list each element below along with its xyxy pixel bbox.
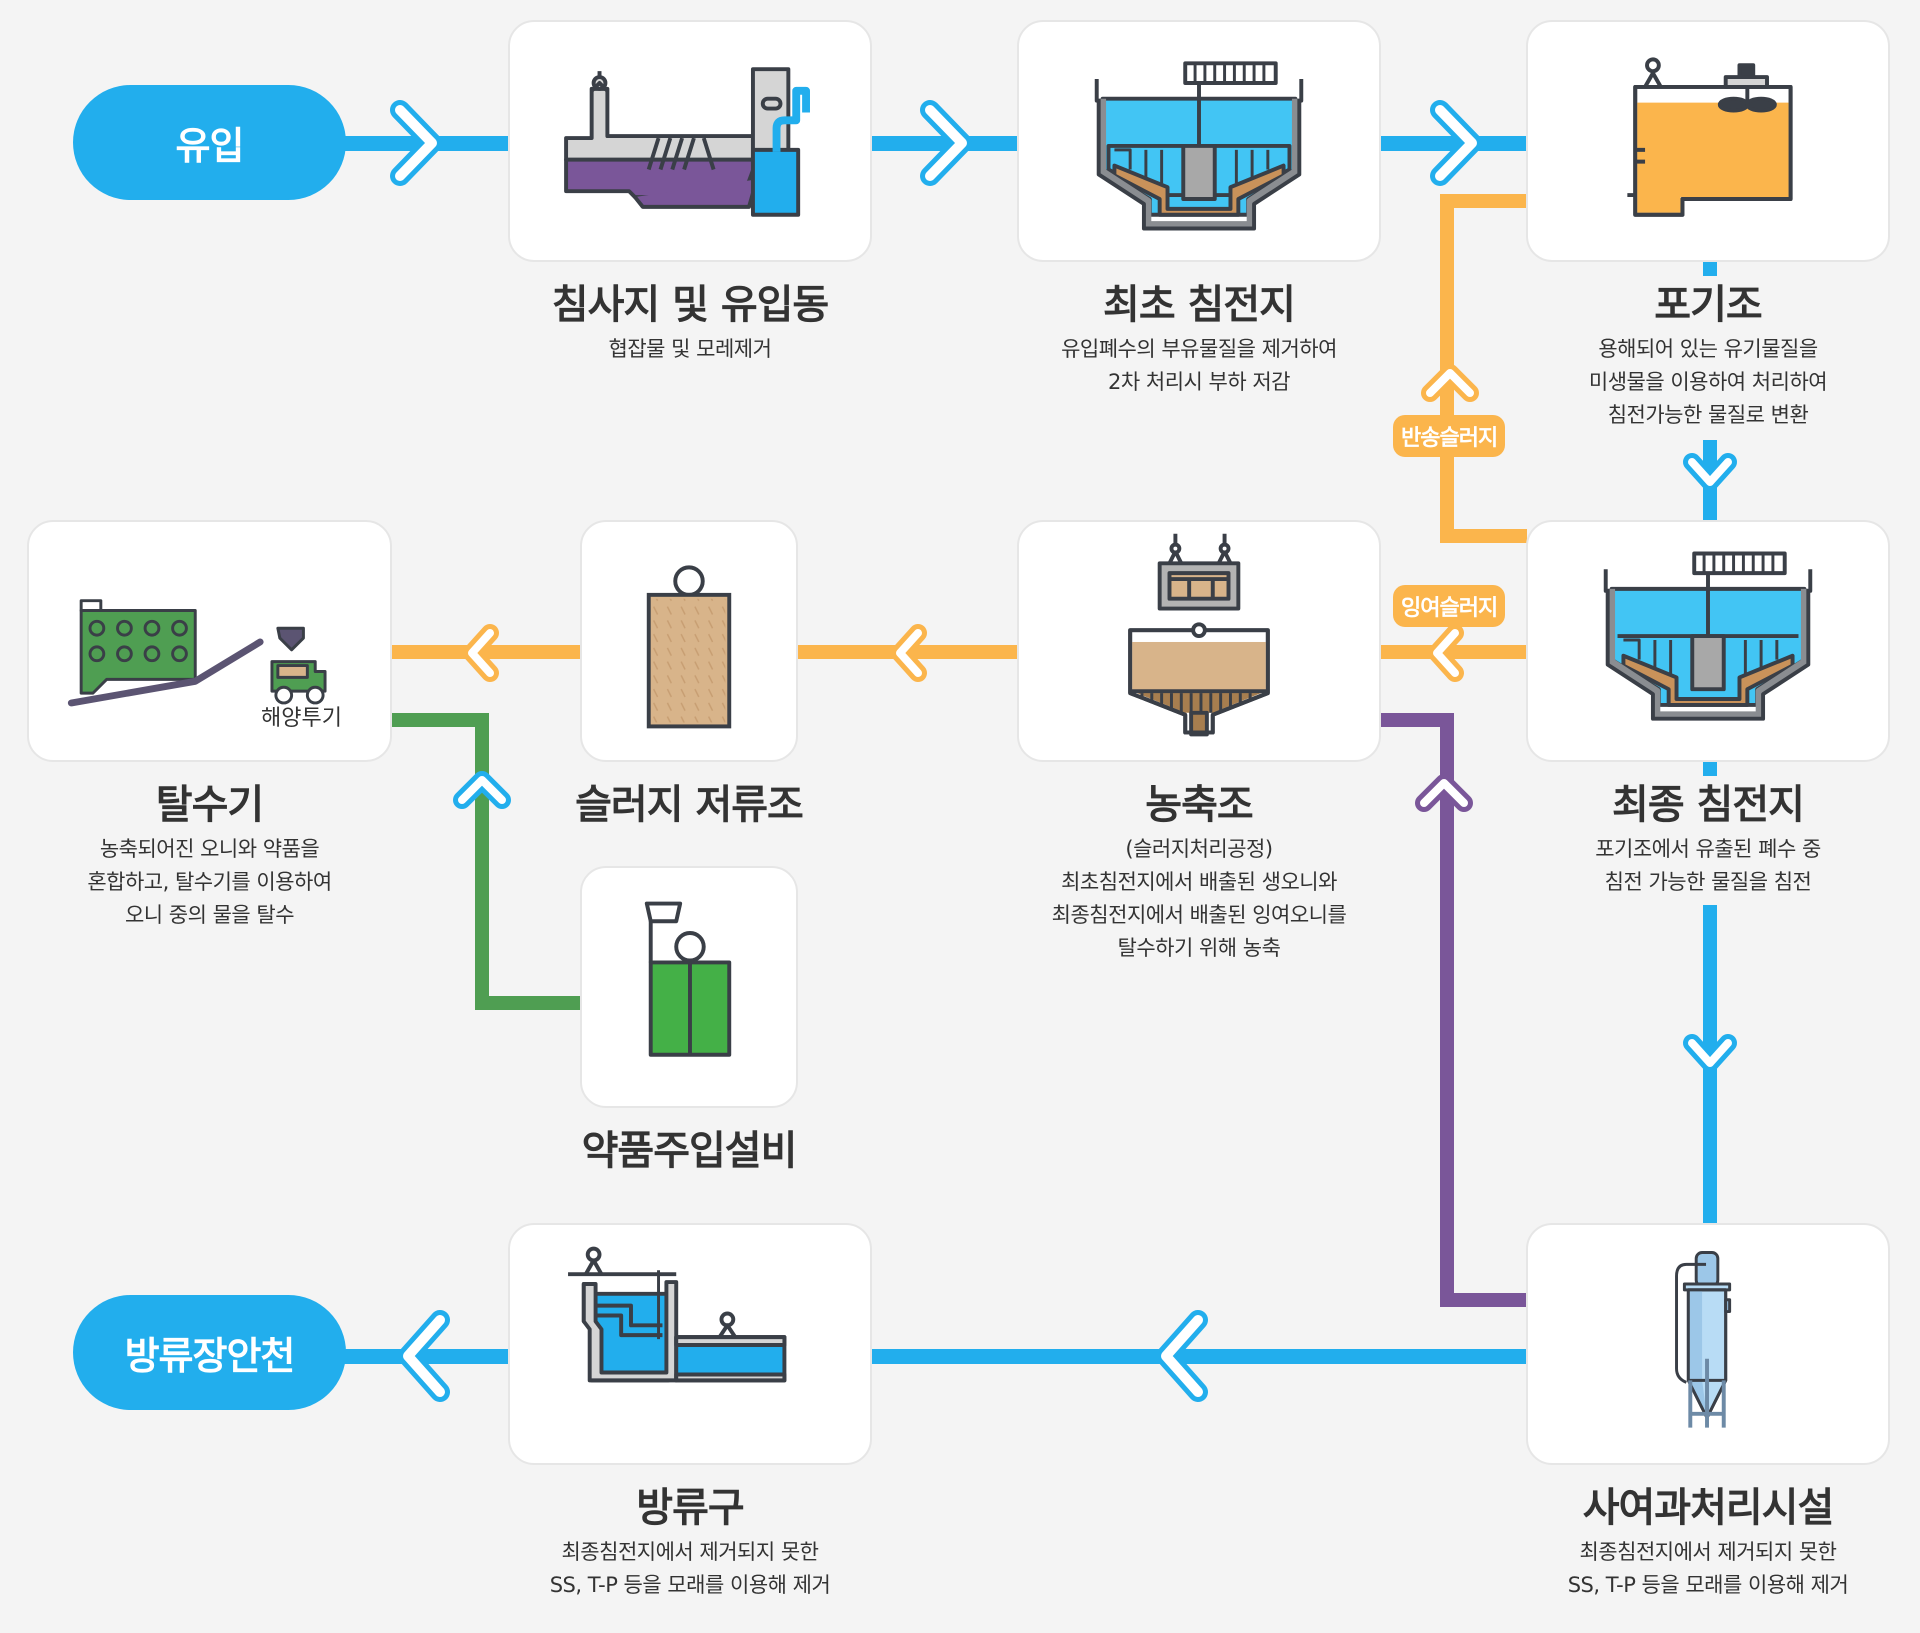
stage-title-aeration: 포기조 <box>1654 282 1762 328</box>
final-clarifier-icon <box>1603 551 1813 721</box>
flow-line-filter-to-outlet <box>872 1349 1528 1364</box>
inflow-terminal[interactable]: 유입 <box>73 85 346 200</box>
stage-desc-outlet: 최종침전지에서 제거되지 못한 SS, T-P 등을 모래를 이용해 제거 <box>549 1540 831 1597</box>
stage-desc-primary: 유입폐수의 부유물질을 제거하여 2차 처리시 부하 저감 <box>1061 337 1337 394</box>
stage-desc-aeration: 용해되어 있는 유기물질을 미생물을 이용하여 처리하여 침전가능한 물질로 변… <box>1588 337 1828 427</box>
flow-line-final-to-filter-top <box>1703 762 1717 776</box>
arrow-down-icon <box>1683 1034 1737 1072</box>
sludge-storage-icon <box>646 565 732 729</box>
stage-card-primary[interactable] <box>1017 20 1381 262</box>
flow-line-aeration-to-final-top <box>1703 262 1717 276</box>
stage-card-grit[interactable] <box>508 20 872 262</box>
outlet-icon <box>568 1246 787 1383</box>
stage-card-outlet[interactable] <box>508 1223 872 1465</box>
backwash-line <box>1381 713 1527 1307</box>
stage-desc-final: 포기조에서 유출된 폐수 중 침전 가능한 물질을 침전 <box>1595 837 1821 894</box>
arrow-left-icon <box>891 624 927 682</box>
stage-card-chemical[interactable] <box>580 866 798 1108</box>
stage-title-dewater: 탈수기 <box>155 782 264 828</box>
stage-title-primary: 최초 침전지 <box>1103 282 1296 328</box>
stage-title-storage: 슬러지 저류조 <box>575 782 804 828</box>
arrow-up-icon <box>1415 774 1473 812</box>
chemical-feed-icon <box>644 901 732 1057</box>
excess-sludge-tag: 잉여슬러지 <box>1396 588 1503 624</box>
arrow-right-icon <box>390 100 442 186</box>
stage-title-grit: 침사지 및 유입동 <box>551 282 829 328</box>
arrow-right-icon <box>920 100 972 186</box>
return-sludge-tag: 반송슬러지 <box>1396 418 1503 454</box>
stage-card-filter[interactable] <box>1526 1223 1890 1465</box>
stage-card-thickener[interactable] <box>1017 520 1381 762</box>
stage-card-storage[interactable] <box>580 520 798 762</box>
flow-line-grit-to-primary <box>872 136 1018 151</box>
chemical-feed-line <box>392 713 580 1010</box>
arrow-left-icon <box>1428 624 1464 682</box>
flow-line-outlet-to-river <box>340 1349 510 1364</box>
arrow-up-icon <box>1421 364 1479 402</box>
inflow-label: 유입 <box>175 124 245 168</box>
primary-clarifier-icon <box>1094 61 1304 231</box>
stage-card-final[interactable] <box>1526 520 1890 762</box>
dewatering-icon <box>67 599 327 707</box>
stage-title-final: 최종 침전지 <box>1612 782 1805 828</box>
arrow-left-icon <box>398 1310 450 1402</box>
stage-desc-dewater: 농축되어진 오니와 약품을 혼합하고, 탈수기를 이용하여 오니 중의 물을 탈… <box>87 837 332 927</box>
stage-desc-filter: 최종침전지에서 제거되지 못한 SS, T-P 등을 모래를 이용해 제거 <box>1567 1540 1849 1597</box>
stage-title-outlet: 방류구 <box>636 1485 744 1531</box>
excess-sludge-line <box>1381 645 1527 659</box>
stage-title-thickener: 농축조 <box>1145 782 1253 828</box>
arrow-down-icon <box>1683 453 1737 491</box>
stage-desc-thickener: (슬러지처리공정) 최초침전지에서 배출된 생오니와 최종침전지에서 배출된 잉… <box>1051 837 1347 960</box>
ocean-dumping-label: 해양투기 <box>261 706 342 731</box>
flow-line-primary-to-aeration <box>1381 136 1527 151</box>
stage-title-filter: 사여과처리시설 <box>1582 1485 1835 1531</box>
arrow-left-icon <box>463 624 499 682</box>
outflow-label: 방류장안천 <box>124 1334 296 1378</box>
arrow-right-icon <box>1430 100 1482 186</box>
stage-card-aeration[interactable] <box>1526 20 1890 262</box>
grit-chamber-icon <box>564 67 810 217</box>
stage-title-chemical: 약품주입설비 <box>581 1128 798 1174</box>
sludge-line-storage-to-dewater <box>392 645 580 659</box>
thickener-icon <box>1128 533 1270 737</box>
stage-card-dewater[interactable]: 해양투기 <box>27 520 392 762</box>
stage-desc-grit: 협잡물 및 모레제거 <box>608 337 772 361</box>
sand-filter-icon <box>1675 1251 1732 1428</box>
arrow-left-icon <box>1156 1310 1208 1402</box>
outflow-terminal[interactable]: 방류장안천 <box>73 1295 346 1410</box>
arrow-up-icon <box>453 771 511 809</box>
aeration-tank-icon <box>1627 57 1793 217</box>
